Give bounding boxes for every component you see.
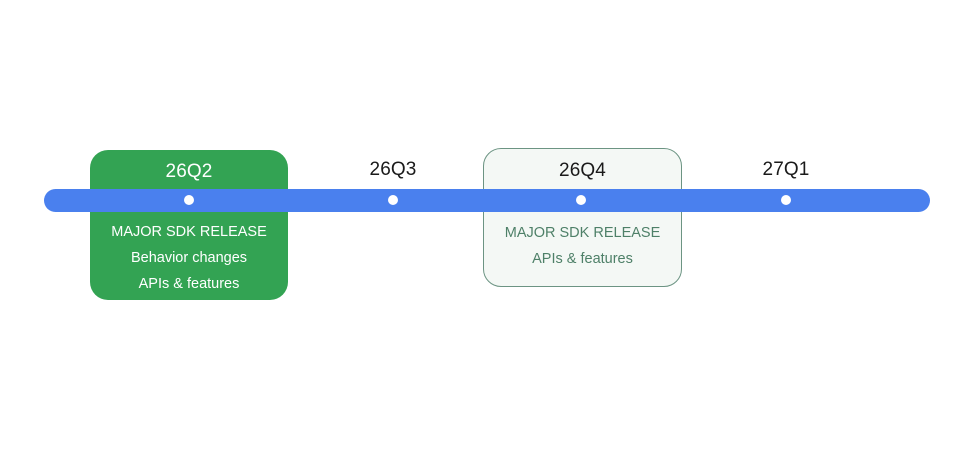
timeline-rail <box>44 189 930 212</box>
quarter-label-26q3: 26Q3 <box>369 159 417 180</box>
release-card-body-26q4: MAJOR SDK RELEASE APIs & features <box>484 220 681 272</box>
release-card-26q2[interactable]: 26Q2 MAJOR SDK RELEASE Behavior changes … <box>90 150 288 300</box>
release-note-major-sdk-release: MAJOR SDK RELEASE <box>504 225 661 241</box>
release-note-major-sdk-release: MAJOR SDK RELEASE <box>111 224 267 240</box>
quarter-label-27q1: 27Q1 <box>762 159 810 180</box>
milestone-dot-26q3[interactable] <box>388 195 398 205</box>
milestone-dot-27q1[interactable] <box>781 195 791 205</box>
release-note-apis-and-features: APIs & features <box>532 251 633 267</box>
milestone-dot-26q4[interactable] <box>576 195 586 205</box>
release-card-body-26q2: MAJOR SDK RELEASE Behavior changes APIs … <box>90 219 288 297</box>
milestone-dot-26q2[interactable] <box>184 195 194 205</box>
release-note-apis-and-features: APIs & features <box>138 276 240 292</box>
quarter-label-26q4: 26Q4 <box>559 160 606 181</box>
release-note-behavior-changes: Behavior changes <box>130 250 248 266</box>
quarter-label-26q2: 26Q2 <box>165 161 213 182</box>
release-card-26q4[interactable]: 26Q4 MAJOR SDK RELEASE APIs & features <box>483 148 682 287</box>
